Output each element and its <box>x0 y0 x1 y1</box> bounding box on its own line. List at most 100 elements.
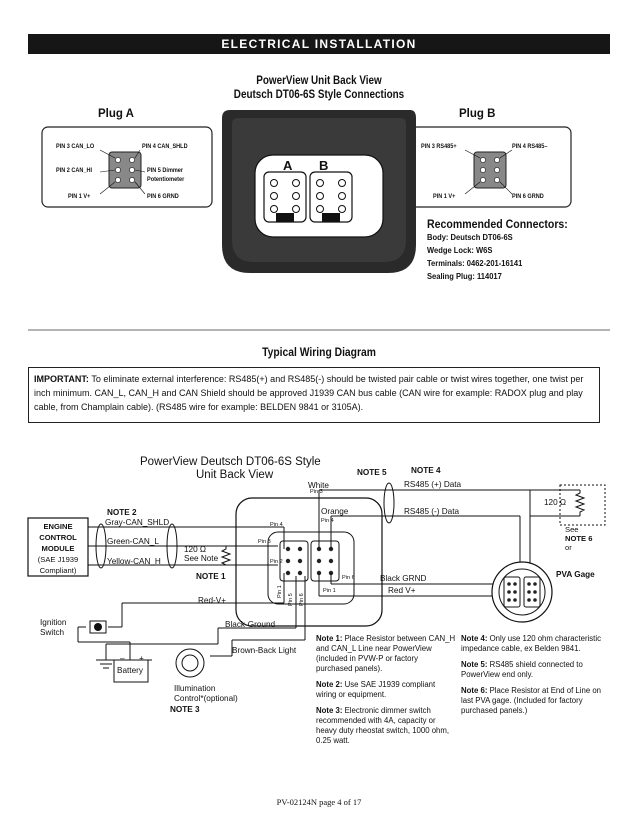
pin-label: Pin 1 <box>277 585 283 598</box>
back-view-drawing <box>28 110 610 331</box>
resistor-right-value: 120 Ω <box>544 498 567 507</box>
note-label: Note 3: <box>316 706 343 715</box>
recommended-line: Sealing Plug: 114017 <box>427 271 502 281</box>
ecm-line: (SAE J1939 <box>37 555 79 564</box>
note-text: RS485 shield connected to PowerView end … <box>461 660 583 679</box>
resistor-left-value: 120 Ω <box>184 545 207 554</box>
important-text: To eliminate external interference: RS48… <box>34 374 584 412</box>
pin-label: Pin 6 <box>342 575 355 581</box>
back-view-subtitle: Deutsch DT06-6S Style Connections <box>233 89 405 101</box>
ecm-label: ENGINE CONTROL MODULE (SAE J1939 Complia… <box>28 521 88 576</box>
battery-label: Battery <box>117 666 143 675</box>
ecm-line: MODULE <box>41 544 75 553</box>
note4-label: NOTE 4 <box>411 466 441 475</box>
unit-title-line2: Unit Back View <box>196 469 274 481</box>
plug-a-pin6: PIN 6 GRND <box>147 193 179 200</box>
see-note6: See <box>565 525 579 534</box>
note-item: Note 2: Use SAE J1939 compliant wiring o… <box>316 680 456 700</box>
note-label: Note 2: <box>316 680 343 689</box>
ignition-label: Ignition Switch <box>40 618 66 638</box>
note-text: Electronic dimmer switch recommended wit… <box>316 706 450 745</box>
pva-gage <box>491 561 553 623</box>
wire-gray: Gray-CAN_SHLD <box>105 518 170 527</box>
pva-gage-label: PVA Gage <box>556 570 595 579</box>
pin-label: Pin 4 <box>321 518 334 524</box>
plug-a-face <box>108 151 142 189</box>
connector-a-letter: A <box>283 158 293 173</box>
pin-label: Pin 1 <box>323 588 336 594</box>
note2-label: NOTE 2 <box>107 508 137 517</box>
notes-right: Note 4: Only use 120 ohm characteristic … <box>461 634 601 722</box>
note-label: Note 1: <box>316 634 343 643</box>
connector-b-letter: B <box>319 158 329 173</box>
recommended-line: Terminals: 0462-201-16141 <box>427 258 523 268</box>
wiring-title: Typical Wiring Diagram <box>262 345 376 359</box>
ignition-line: Switch <box>40 628 65 637</box>
note-item: Note 1: Place Resistor between CAN_H and… <box>316 634 456 674</box>
note-item: Note 5: RS485 shield connected to PowerV… <box>461 660 601 680</box>
note-text: Use SAE J1939 compliant wiring or equipm… <box>316 680 436 699</box>
pin-label: Pin 3 <box>310 489 323 495</box>
wire-rs485-plus: RS485 (+) Data <box>404 480 462 489</box>
plug-a-title: Plug A <box>98 108 134 120</box>
back-view-title: PowerView Unit Back View <box>256 75 382 87</box>
pin-label: Pin 6 <box>299 593 305 606</box>
notes-left: Note 1: Place Resistor between CAN_H and… <box>316 634 456 752</box>
ecm-line: ENGINE <box>43 522 73 531</box>
pin-label: Pin 2 <box>270 559 283 565</box>
illumination-line: Control*(optional) <box>174 694 238 703</box>
ecm-line: CONTROL <box>39 533 77 542</box>
note-label: Note 5: <box>461 660 488 669</box>
important-box: IMPORTANT: To eliminate external interfe… <box>28 367 600 423</box>
plug-b-pin3: PIN 3 RS485+ <box>421 143 457 150</box>
see-note6-or: or <box>565 543 572 552</box>
recommended-line: Body: Deutsch DT06-6S <box>427 232 513 242</box>
wire-white: White <box>308 481 329 490</box>
wire-red-v: Red V+ <box>388 586 416 595</box>
note-item: Note 6: Place Resistor at End of Line on… <box>461 686 601 716</box>
ecm-line: Compliant) <box>39 566 77 575</box>
important-lead: IMPORTANT: <box>34 374 89 384</box>
plug-a-pin5: PIN 5 Dimmer <box>147 167 184 174</box>
plug-b-pin4: PIN 4 RS485– <box>512 143 548 150</box>
note1-label: NOTE 1 <box>196 572 226 581</box>
plug-b-pin6: PIN 6 GRND <box>512 193 544 200</box>
plug-a-pin4: PIN 4 CAN_SHLD <box>142 143 188 150</box>
ignition-switch <box>94 623 102 631</box>
section-banner: ELECTRICAL INSTALLATION <box>28 34 610 54</box>
pin-label: Pin 4 <box>270 522 283 528</box>
battery-plus: + <box>139 654 144 663</box>
wire-yellow: Yellow-CAN_H <box>107 557 161 566</box>
illumination-line: Illumination <box>174 684 216 693</box>
unit-title-line1: PowerView Deutsch DT06-6S Style <box>140 456 321 468</box>
ecm-box <box>27 517 89 577</box>
note-item: Note 3: Electronic dimmer switch recomme… <box>316 706 456 746</box>
note6-label: NOTE 6 <box>565 534 593 543</box>
plug-b-title: Plug B <box>459 108 496 120</box>
plug-a-pin1: PIN 1 V+ <box>68 193 91 200</box>
note-item: Note 4: Only use 120 ohm characteristic … <box>461 634 601 654</box>
recommended-title: Recommended Connectors: <box>427 217 568 231</box>
resistor-left-see: See Note <box>184 554 219 563</box>
note-text: Only use 120 ohm characteristic impedanc… <box>461 634 601 653</box>
note-label: Note 4: <box>461 634 488 643</box>
wire-black-grnd: Black GRND <box>380 574 427 583</box>
plug-a-pin3: PIN 3 CAN_LO <box>56 143 95 150</box>
wire-red: Red-V+ <box>198 596 226 605</box>
recommended-line: Wedge Lock: W6S <box>427 245 493 255</box>
plug-b-pin1: PIN 1 V+ <box>433 193 456 200</box>
note-text: Place Resistor at End of Line on last PV… <box>461 686 601 715</box>
wire-rs485-minus: RS485 (-) Data <box>404 507 460 516</box>
battery-minus: – <box>120 654 125 663</box>
plug-a-pin5-sub: Potentiometer <box>147 176 185 183</box>
note-text: Place Resistor between CAN_H and CAN_L L… <box>316 634 456 673</box>
wire-black-ground: Black-Ground <box>225 620 276 629</box>
plug-a-pin2: PIN 2 CAN_HI <box>56 167 93 174</box>
recommended-connectors: Recommended Connectors: Body: Deutsch DT… <box>427 218 612 283</box>
illumination-label: Illumination Control*(optional) <box>174 684 238 704</box>
note3-label: NOTE 3 <box>170 705 200 714</box>
battery-symbol <box>110 659 152 683</box>
ignition-line: Ignition <box>40 618 67 627</box>
note5-label: NOTE 5 <box>357 468 387 477</box>
